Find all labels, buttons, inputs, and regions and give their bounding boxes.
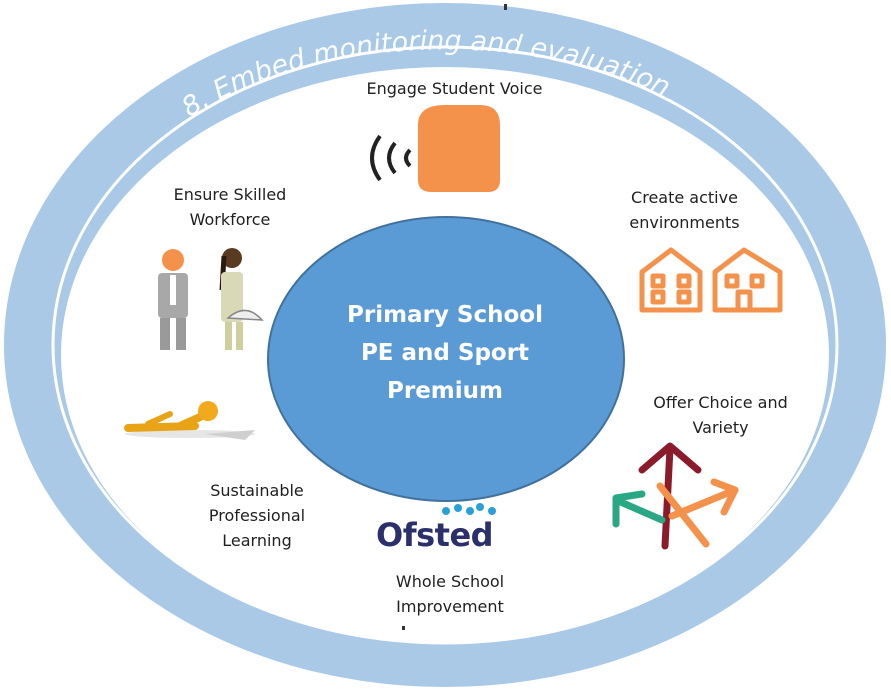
stray-mark xyxy=(504,4,507,10)
label-student-voice: Engage Student Voice xyxy=(366,79,543,98)
center-circle xyxy=(267,216,625,502)
label-choice-variety: Offer Choice and Variety xyxy=(653,393,788,437)
buildings-icon xyxy=(639,247,783,313)
center-title: Primary School PE and Sport Premium xyxy=(347,302,543,404)
label-active-environments: Create active environments xyxy=(629,188,740,232)
label-skilled-workforce: Ensure Skilled Workforce xyxy=(173,185,287,229)
label-whole-school: Whole School Improvement xyxy=(395,572,505,616)
label-professional-learning: Sustainable Professional Learning xyxy=(208,481,306,550)
ofsted-logo: Ofsted xyxy=(376,516,494,554)
lying-figure-icon xyxy=(124,401,255,440)
workforce-people-icon xyxy=(158,248,264,350)
arrows-icon xyxy=(612,442,739,550)
speaking-head-icon xyxy=(370,105,500,192)
ofsted-stars-icon xyxy=(442,503,496,515)
stray-mark xyxy=(402,626,405,630)
